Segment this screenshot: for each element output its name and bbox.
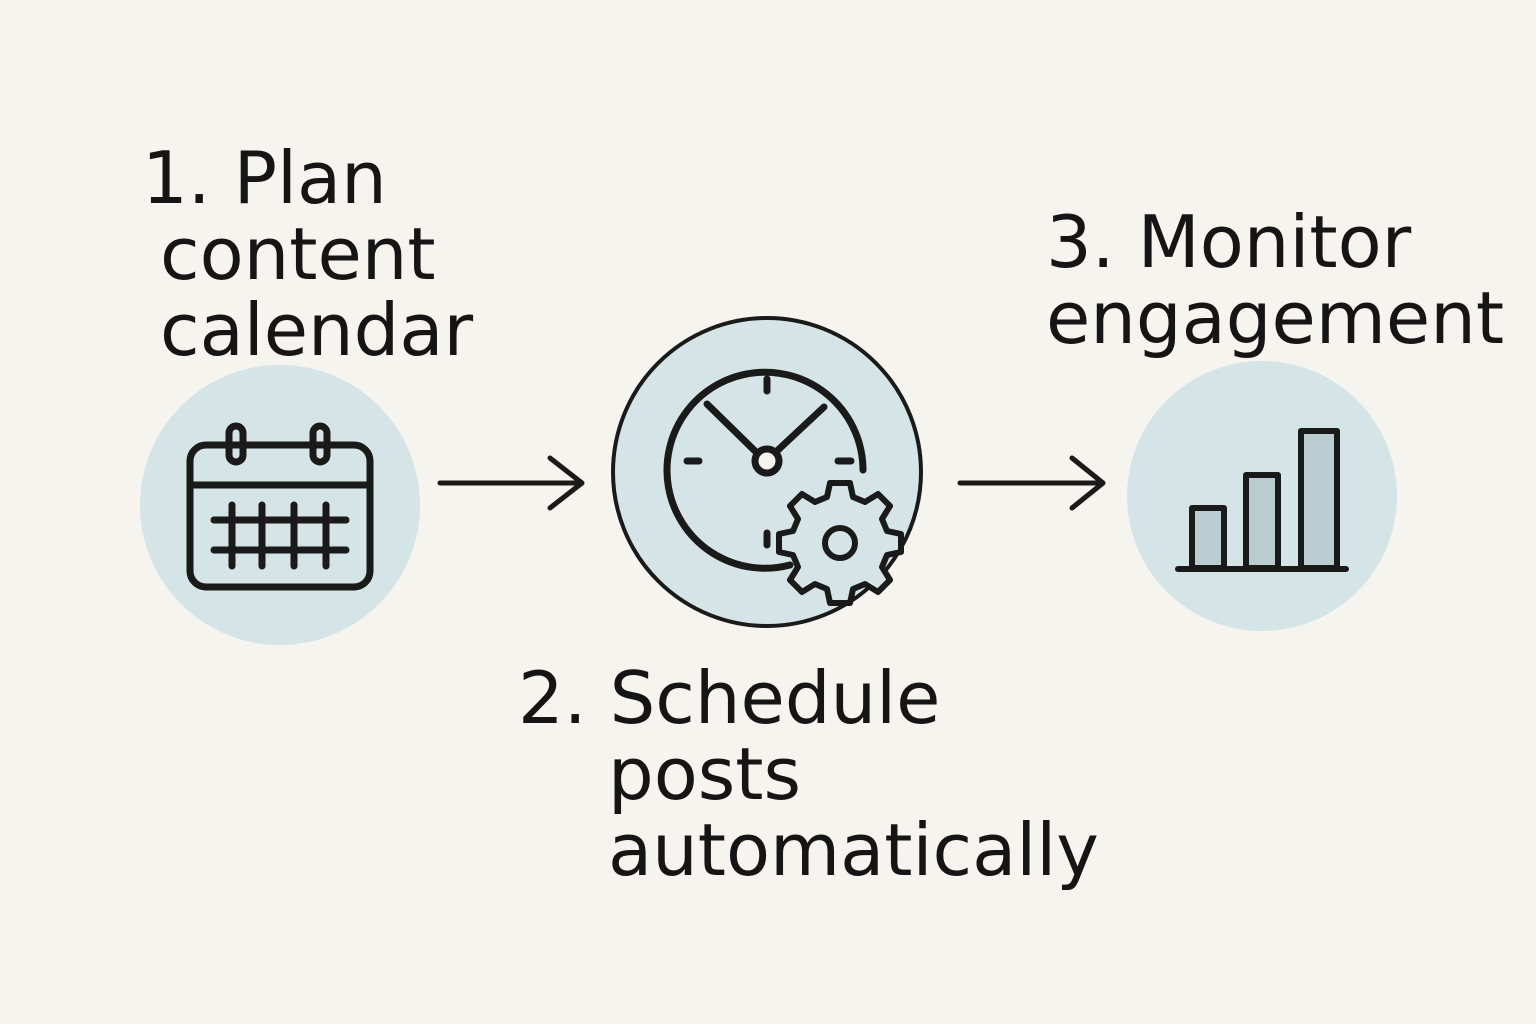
- arrow-2-icon: [957, 455, 1106, 511]
- bar-1: [1189, 505, 1227, 571]
- step-2-icon-group: [611, 316, 923, 628]
- gear-icon: [776, 480, 904, 606]
- step-2-title-line1: Schedule: [609, 656, 941, 740]
- step-2-number: 2.: [518, 656, 587, 740]
- step-1-label: 1. Plan content calendar: [142, 140, 473, 368]
- step-3-label: 3. Monitor engagement: [1046, 204, 1504, 356]
- bar-3: [1298, 428, 1340, 571]
- step-2-title-line2: posts: [608, 732, 802, 816]
- step-3-icon-group: [1127, 361, 1397, 631]
- clock-gear-icon: [663, 368, 867, 572]
- step-2-title-line3: automatically: [608, 808, 1099, 892]
- step-1-title-line2: content: [160, 212, 436, 296]
- calendar-icon: [186, 422, 374, 591]
- step-1-number: 1.: [142, 136, 211, 220]
- bar-2: [1243, 472, 1281, 571]
- step-3-title-line1: Monitor: [1137, 200, 1412, 284]
- step-1-title-line3: calendar: [160, 288, 474, 372]
- step-3-title-line2: engagement: [1046, 276, 1505, 360]
- step-2-label: 2. Schedule posts automatically: [518, 660, 1099, 888]
- arrow-1-icon: [437, 455, 585, 511]
- step-1-title-line1: Plan: [233, 136, 387, 220]
- step-1-circle: [140, 365, 420, 645]
- bar-chart-icon: [1175, 428, 1349, 572]
- step-1-icon-group: [140, 365, 420, 645]
- step-3-number: 3.: [1046, 200, 1115, 284]
